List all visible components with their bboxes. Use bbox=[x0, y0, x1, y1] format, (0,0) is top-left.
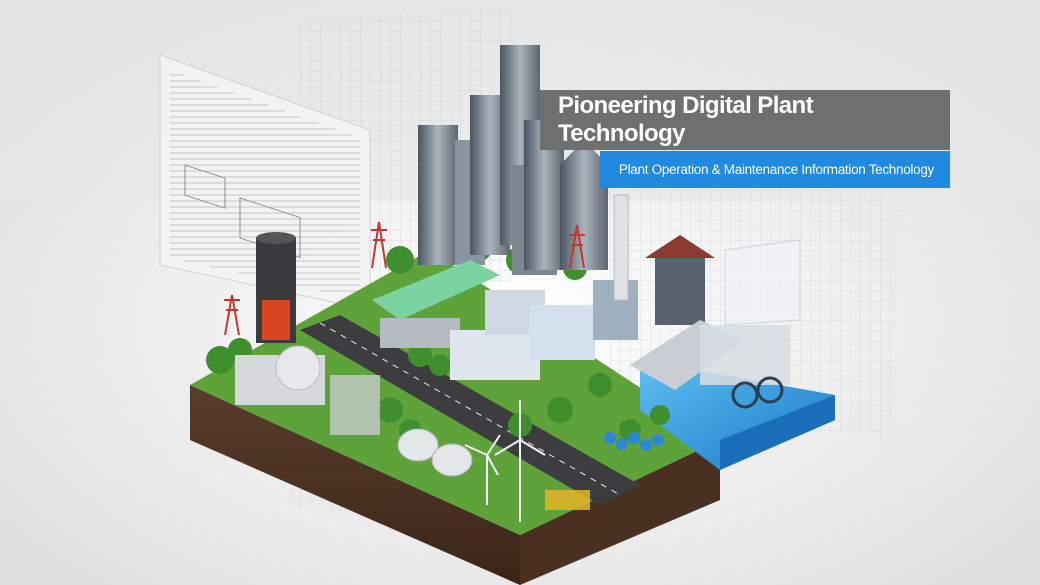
monitor-panel-icon bbox=[724, 239, 801, 326]
subheadline-banner: Plant Operation & Maintenance Informatio… bbox=[600, 151, 950, 188]
chimney-icon bbox=[613, 194, 629, 301]
headline-title: Pioneering Digital Plant Technology bbox=[558, 92, 814, 147]
solar-panel-icon bbox=[604, 432, 664, 451]
highway-icon bbox=[300, 315, 640, 505]
wind-turbine-icon bbox=[464, 400, 546, 522]
blueprint-panel-icon bbox=[159, 54, 371, 311]
water-dam-icon bbox=[630, 320, 790, 409]
storage-tank-icon bbox=[397, 428, 473, 477]
crane-icon bbox=[545, 490, 590, 510]
substation-icon bbox=[645, 235, 715, 325]
headline-banner: Pioneering Digital Plant Technology bbox=[540, 90, 950, 150]
nuclear-dome-icon bbox=[235, 345, 380, 435]
reactor-tower-icon bbox=[256, 232, 296, 343]
water-reservoir-icon bbox=[640, 360, 835, 470]
transmission-tower-icon bbox=[224, 221, 585, 336]
factory-building-icon bbox=[372, 260, 638, 380]
headline-subtitle: Plant Operation & Maintenance Informatio… bbox=[618, 162, 934, 177]
